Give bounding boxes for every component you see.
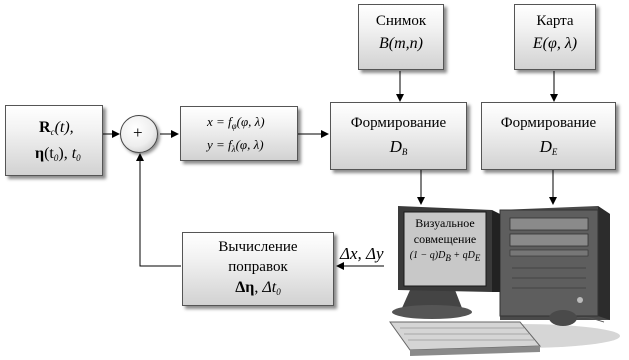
form-db-title: Формирование	[350, 115, 447, 131]
form-de-box: Формирование DE	[481, 102, 616, 170]
map-formula: E(φ, λ)	[532, 35, 578, 52]
delta-xy-label: Δx, Δy	[340, 244, 384, 263]
projection-box: x = fφ(φ, λ) y = fλ(φ, λ)	[180, 106, 298, 161]
form-de-title: Формирование	[500, 115, 597, 131]
input-params-box: Rc(t), η(t0), t0	[5, 105, 103, 176]
summator-plus: +	[133, 123, 143, 142]
projection-eq-y: y = fλ(φ, λ)	[207, 137, 264, 154]
correction-line-1: Вычисление	[218, 239, 298, 255]
monitor-line-3: (1 − q)DB + qDE	[409, 250, 481, 263]
snapshot-title: Снимок	[375, 13, 427, 29]
summator-node: +	[120, 115, 158, 153]
form-db-symbol: DB	[389, 137, 408, 157]
input-line-1: Rc(t),	[39, 119, 74, 137]
projection-eq-x: x = fφ(φ, λ)	[207, 114, 265, 131]
map-title: Карта	[536, 13, 574, 29]
form-db-box: Формирование DB	[330, 102, 467, 170]
correction-line-3: Δη, Δt0	[235, 279, 281, 297]
computer-icon	[389, 206, 620, 356]
input-line-2: η(t0), t0	[35, 145, 81, 163]
correction-box: Вычисление поправок Δη, Δt0	[182, 232, 334, 306]
monitor-line-2: совмещение	[413, 232, 477, 246]
form-de-symbol: DE	[539, 137, 558, 157]
map-box: Карта E(φ, λ)	[514, 4, 596, 70]
correction-line-2: поправок	[228, 259, 288, 275]
snapshot-formula: B(m,n)	[379, 35, 423, 52]
snapshot-box: Снимок B(m,n)	[358, 4, 444, 70]
monitor-screen-text: Визуальное совмещение (1 − q)DB + qDE	[404, 212, 486, 286]
monitor-line-1: Визуальное	[415, 216, 475, 230]
feedback-line	[136, 153, 181, 267]
